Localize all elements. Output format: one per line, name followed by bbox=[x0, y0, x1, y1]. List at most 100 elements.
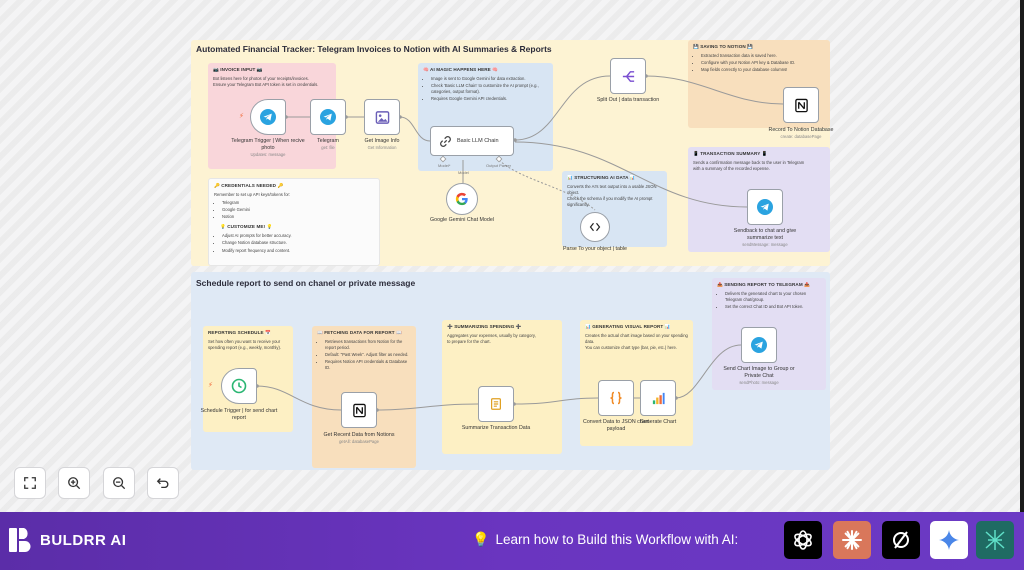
note-structuring-title: 📊 STRUCTURING AI DATA 📊 bbox=[567, 175, 636, 180]
label-sub: getAll: databasePage bbox=[339, 438, 379, 444]
note-line: Bot listens here for photos of your rece… bbox=[213, 75, 309, 81]
notion-icon bbox=[352, 403, 366, 417]
deepseek-icon[interactable] bbox=[976, 521, 1014, 559]
curly-braces-icon bbox=[610, 391, 622, 405]
node-summarize[interactable] bbox=[478, 386, 514, 422]
note-line: Remember to set up API keys/tokens for: bbox=[214, 191, 291, 197]
chatgpt-logo bbox=[794, 530, 812, 550]
split-icon bbox=[622, 70, 634, 82]
group1-title: Automated Financial Tracker: Telegram In… bbox=[196, 44, 552, 54]
undo-button[interactable] bbox=[147, 467, 179, 499]
workflow-canvas[interactable]: Automated Financial Tracker: Telegram In… bbox=[0, 0, 1024, 512]
clock-icon bbox=[231, 378, 247, 394]
zoom-in-button[interactable] bbox=[58, 467, 90, 499]
node-get-notion[interactable] bbox=[341, 392, 377, 428]
node-send-chart-label: Send Chart Image to Group or Private Cha… bbox=[719, 366, 799, 385]
label-sub: Updates: message bbox=[250, 151, 286, 157]
chatgpt-icon[interactable] bbox=[784, 521, 822, 559]
node-record-notion[interactable] bbox=[783, 87, 819, 123]
label-text: Get Image Info bbox=[364, 138, 400, 144]
node-get-image-info[interactable] bbox=[364, 99, 400, 135]
node-telegram-trigger[interactable] bbox=[250, 99, 286, 135]
gemini-icon[interactable] bbox=[930, 521, 968, 559]
node-convert-json[interactable] bbox=[598, 380, 634, 416]
fit-view-button[interactable] bbox=[14, 467, 46, 499]
node-schedule-trigger[interactable] bbox=[221, 368, 257, 404]
note-credentials-title: 🔑 CREDENTIALS NEEDED 🔑 bbox=[214, 183, 284, 188]
node-parse-label: Parse To your object | table bbox=[555, 246, 635, 253]
note-item: Google Gemini bbox=[222, 207, 374, 213]
label-sub: create: databasePage bbox=[780, 133, 822, 139]
node-parse-object[interactable] bbox=[580, 212, 610, 242]
note-item: Retrieves transactions from Notion for t… bbox=[325, 339, 411, 351]
port-model-label: Model* bbox=[438, 163, 451, 168]
trigger-bolt-icon: ⚡ bbox=[208, 382, 213, 389]
note-item: Adjust AI prompts for better accuracy. bbox=[222, 233, 374, 239]
group2-title: Schedule report to send on chanel or pri… bbox=[196, 278, 416, 288]
trigger-bolt-icon: ⚡ bbox=[239, 113, 244, 120]
summarize-icon bbox=[491, 398, 501, 410]
undo-icon bbox=[156, 478, 169, 489]
node-split-out-label: Split Out | data transaction bbox=[588, 97, 668, 104]
node-gemini-chat-model[interactable] bbox=[446, 183, 478, 215]
gemini-logo bbox=[939, 530, 959, 550]
note-credentials: 🔑 CREDENTIALS NEEDED 🔑 Remember to set u… bbox=[208, 178, 380, 266]
zoom-out-button[interactable] bbox=[103, 467, 135, 499]
note-line: Creates the actual chart image based on … bbox=[585, 332, 688, 344]
note-item: Notion bbox=[222, 214, 374, 220]
node-send-chart[interactable] bbox=[741, 327, 777, 363]
learn-cta[interactable]: 💡 Learn how to Build this Workflow with … bbox=[472, 531, 738, 548]
image-icon bbox=[375, 110, 389, 124]
note-line: Set how often you want to receive your s… bbox=[208, 338, 282, 350]
claude-logo bbox=[842, 530, 862, 550]
telegram-icon bbox=[320, 109, 336, 125]
label-text: Basic LLM Chain bbox=[457, 138, 499, 144]
node-telegram-label: Telegram get: file bbox=[288, 138, 368, 150]
node-sendback[interactable] bbox=[747, 189, 783, 225]
telegram-icon bbox=[751, 337, 767, 353]
label-text: Summarize Transaction Data bbox=[461, 425, 531, 431]
node-basic-llm-chain[interactable]: Basic LLM Chain bbox=[430, 126, 514, 156]
note-summary-title: 📱 TRANSACTION SUMMARY 📱 bbox=[693, 151, 768, 156]
fullscreen-icon bbox=[24, 477, 36, 489]
note-line: Ensure your Telegram Bot API token is se… bbox=[213, 81, 319, 87]
node-schedule-label: Schedule Trigger | for send chart report bbox=[199, 408, 279, 422]
note-item: Delivers the generated chart to your cho… bbox=[725, 291, 821, 303]
note-item: Image is sent to Google Gemini for data … bbox=[431, 76, 548, 82]
node-split-out[interactable] bbox=[610, 58, 646, 94]
lightbulb-icon: 💡 bbox=[472, 531, 490, 547]
note-line: Aggregates your expenses, usually by cat… bbox=[447, 332, 536, 338]
note-item: Extracted transaction data is saved here… bbox=[701, 53, 825, 59]
note-line: You can customize chart type (bar, pie, … bbox=[585, 344, 678, 350]
label-text: Record To Notion Database bbox=[768, 127, 834, 133]
label-text: Split Out | data transaction bbox=[596, 97, 660, 103]
node-get-image-label: Get Image Info Get Information bbox=[342, 138, 422, 150]
label-text: Send Chart Image to Group or Private Cha… bbox=[723, 366, 795, 379]
node-telegram[interactable] bbox=[310, 99, 346, 135]
node-generate-chart[interactable] bbox=[640, 380, 676, 416]
note-item: Map fields correctly to your database co… bbox=[701, 67, 825, 73]
node-convert-label: Convert Data to JSON chart payload bbox=[576, 419, 656, 433]
note-item: Check 'Basic LLM Chain' to customize the… bbox=[431, 83, 548, 95]
perplexity-icon[interactable] bbox=[882, 521, 920, 559]
brand-logo[interactable]: BULDRR AI bbox=[8, 527, 126, 553]
note-item: Modify report frequency and content. bbox=[222, 248, 374, 254]
note-saving-title: 💾 SAVING TO NOTION 💾 bbox=[693, 44, 753, 49]
perplexity-logo bbox=[893, 531, 909, 549]
label-text: Google Gemini Chat Model bbox=[430, 217, 494, 223]
note-item: Configure with your Notion API key & Dat… bbox=[701, 60, 825, 66]
note-fetching-title: 📖 FETCHING DATA FOR REPORT 📖 bbox=[317, 330, 402, 335]
note-line: Sends a confirmation message back to the… bbox=[693, 159, 805, 165]
note-line: with a summary of the recorded expense. bbox=[693, 165, 770, 171]
claude-icon[interactable] bbox=[833, 521, 871, 559]
footer-bar: BULDRR AI 💡 Learn how to Build this Work… bbox=[0, 512, 1024, 570]
label-text: Generate Chart bbox=[639, 419, 677, 425]
note-schedule-title: REPORTING SCHEDULE 📅 bbox=[208, 330, 271, 335]
brand-name: BULDRR AI bbox=[40, 531, 127, 549]
model-connector-label: Model bbox=[458, 170, 469, 175]
label-sub: get: file bbox=[321, 144, 335, 150]
notion-icon bbox=[794, 98, 808, 112]
note-sending-title: 📤 SENDING REPORT TO TELEGRAM 📤 bbox=[717, 282, 810, 287]
code-brackets-icon bbox=[589, 222, 601, 232]
note-item: Set the correct Chat ID and Bot API toke… bbox=[725, 304, 821, 310]
